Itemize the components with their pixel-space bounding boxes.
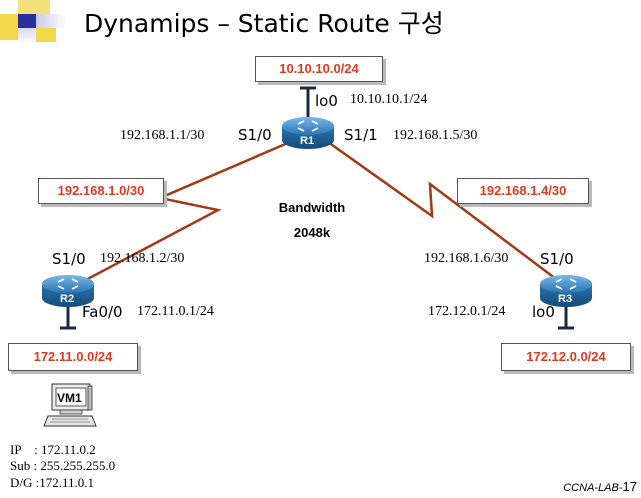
network-box-r2-lan: 172.11.0.0/24 <box>8 343 138 371</box>
router-r1-icon[interactable] <box>282 117 334 149</box>
slide-footer: CCNA-LAB-17 <box>563 478 637 496</box>
bandwidth-value: 2048k <box>293 225 331 240</box>
network-box-r1-r2: 192.168.1.0/30 <box>38 178 164 204</box>
host-subnet-line: Sub : 255.255.255.0 <box>10 458 116 473</box>
host-ip-line: IP : 172.11.0.2 <box>10 442 96 457</box>
r1-s11-interface: S1/1 <box>344 126 378 144</box>
computer-icon[interactable] <box>43 383 97 427</box>
network-box-loopback-r1: 10.10.10.0/24 <box>255 56 383 82</box>
serial-link-r1-r3 <box>327 140 561 283</box>
r2-s10-interface: S1/0 <box>52 250 86 268</box>
router-r2-label: R2 <box>60 293 75 305</box>
r3-lo0-ip: 172.12.0.1/24 <box>428 304 506 319</box>
router-r3-icon[interactable] <box>540 275 592 307</box>
network-label: 10.10.10.0/24 <box>279 61 359 76</box>
r1-s11-ip: 192.168.1.5/30 <box>393 128 478 143</box>
host-name-label: VM1 <box>57 391 82 405</box>
footer-label: CCNA-LAB- <box>563 482 623 494</box>
network-label: 172.11.0.0/24 <box>33 349 113 364</box>
page-title: Dynamips – Static Route 구성 <box>84 9 444 38</box>
network-label: 192.168.1.4/30 <box>479 183 567 198</box>
r2-fa00-interface: Fa0/0 <box>82 303 123 321</box>
slide-logo <box>0 0 80 50</box>
network-box-r3-lan: 172.12.0.0/24 <box>501 343 631 371</box>
r1-s10-ip: 192.168.1.1/30 <box>120 128 205 143</box>
network-label: 172.12.0.0/24 <box>526 349 606 364</box>
serial-link-r1-r2 <box>81 140 291 284</box>
bandwidth-label: Bandwidth <box>278 200 346 215</box>
router-r1-label: R1 <box>300 135 315 147</box>
r3-s10-ip: 192.168.1.6/30 <box>424 251 509 266</box>
r3-lo0-interface: lo0 <box>532 303 555 321</box>
r2-fa00-ip: 172.11.0.1/24 <box>137 304 214 319</box>
router-r2-icon[interactable] <box>42 275 94 307</box>
router-r3-label: R3 <box>558 293 573 305</box>
network-box-r1-r3: 192.168.1.4/30 <box>457 178 589 204</box>
r2-s10-ip: 192.168.1.2/30 <box>100 251 185 266</box>
r1-lo0-interface: lo0 <box>315 92 338 110</box>
r1-lo0-ip: 10.10.10.1/24 <box>350 92 428 107</box>
r3-s10-interface: S1/0 <box>540 250 574 268</box>
r1-s10-interface: S1/0 <box>238 126 272 144</box>
network-label: 192.168.1.0/30 <box>57 183 145 198</box>
page-number: 17 <box>622 479 637 494</box>
host-gateway-line: D/G :172.11.0.1 <box>10 475 95 490</box>
